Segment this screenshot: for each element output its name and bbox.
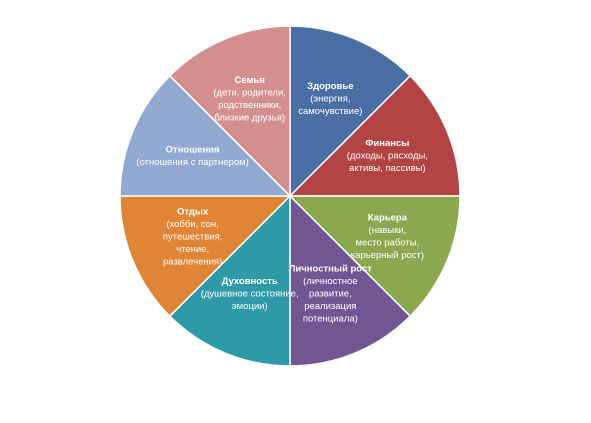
pie-labels: Здоровье (энергия,самочувствие) Финансы (до…: [136, 75, 428, 325]
slice-description-line: (дети, родители,: [213, 87, 286, 98]
slice-title: Карьера: [368, 213, 408, 224]
slice-description-line: (хобби, сон,: [166, 219, 219, 230]
pie-slice-1: [289, 25, 412, 198]
pie-slice-2: [288, 74, 461, 197]
slice-description-line: (душевное состояние,: [201, 288, 299, 299]
slice-description-line: реализация: [304, 301, 356, 312]
slice-description-line: (энергия,: [310, 94, 350, 105]
pie-slice-3: [288, 195, 461, 318]
slice-label-8: Семья(дети, родители, родственники,близки…: [213, 75, 286, 124]
slice-title: Финансы: [365, 138, 409, 149]
slice-description-line: развитие,: [309, 288, 352, 299]
pie-slice-5: [168, 194, 291, 367]
pie-slice-6: [119, 195, 292, 318]
slice-description-line: потенциала): [303, 313, 358, 324]
slice-label-1: Здоровье (энергия,самочувствие): [298, 81, 362, 117]
slice-description-line: (доходы, расходы,: [347, 151, 428, 162]
pie-slice-4: [289, 194, 412, 367]
slice-description-line: эмоции): [232, 301, 268, 312]
slice-title: Духовность: [222, 276, 278, 287]
slice-description-line: родственники,: [218, 100, 281, 111]
slice-label-5: Духовность(душевное состояние, эмоции): [201, 276, 299, 312]
slice-description-line: чтение,: [176, 244, 209, 255]
slice-description-line: (личностное: [303, 276, 357, 287]
slice-title: Семья: [234, 75, 264, 86]
slice-description-line: путешествия,: [163, 231, 223, 242]
slice-description-line: развлечения): [163, 256, 222, 267]
slice-title: Отдых: [177, 206, 209, 217]
slice-description-line: активы, пассивы): [349, 163, 426, 174]
pie-slices: [119, 25, 461, 367]
slice-label-6: Отдых (хобби, сон,путешествия, чтение,разв…: [163, 206, 223, 267]
slice-description-line: (отношения с партнером): [136, 157, 248, 168]
slice-title: Здоровье: [307, 81, 353, 92]
slice-label-7: Отношения (отношения с партнером): [136, 144, 248, 168]
pie-slice-8: [168, 25, 291, 198]
slice-label-2: Финансы (доходы, расходы,активы, пассивы): [347, 138, 428, 174]
slice-label-3: Карьера(навыки, место работы,карьерный ро…: [351, 213, 424, 261]
slice-title: Личностный рост: [289, 263, 372, 274]
slice-description-line: место работы,: [356, 238, 420, 249]
pie-slice-7: [119, 74, 292, 197]
slice-description-line: самочувствие): [298, 106, 362, 117]
slice-description-line: (навыки,: [369, 225, 407, 236]
slice-description-line: близкие друзья): [214, 112, 285, 123]
slice-title: Отношения: [166, 144, 220, 155]
slice-description-line: карьерный рост): [351, 250, 424, 261]
